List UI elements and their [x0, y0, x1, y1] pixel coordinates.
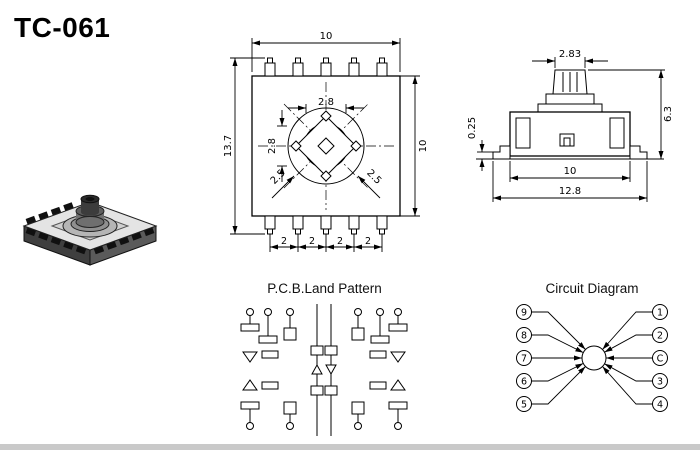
pcb-land-pattern-label: P.C.B.Land Pattern — [267, 281, 382, 296]
terminal-number: 2 — [657, 331, 663, 342]
terminal-number: 4 — [657, 400, 663, 411]
terminal-number: 1 — [657, 308, 663, 319]
terminal-number: 7 — [521, 354, 527, 365]
top-view-drawing: 10 13.7 10 2.8 2.8 2.5 2.5 — [223, 31, 429, 252]
dim-label: 2 — [365, 236, 371, 247]
dimension-pin-pitch: 2 2 2 2 — [269, 234, 383, 252]
isometric-view-drawing — [22, 194, 158, 266]
dim-label: 10 — [564, 166, 577, 177]
dimension-lead-thickness: 0.25 — [467, 117, 493, 171]
circuit-wires — [531, 311, 653, 405]
land-pattern — [240, 304, 408, 436]
terminal-number: 6 — [521, 377, 527, 388]
dim-label: 10 — [418, 140, 429, 153]
dimension-total-width: 12.8 — [492, 161, 648, 202]
dim-label: 2 — [281, 236, 287, 247]
dim-label: 12.8 — [559, 186, 581, 197]
dim-label: 2.8 — [318, 97, 334, 108]
dim-label: 2.5 — [364, 168, 383, 187]
left-terminals: 9 8 7 6 5 — [516, 304, 532, 412]
dim-label: 10 — [320, 31, 333, 42]
dim-label: 2.8 — [267, 138, 278, 154]
dim-label: 2 — [309, 236, 315, 247]
terminal-number: 3 — [657, 377, 663, 388]
side-view-drawing: 2.83 6.3 0.25 10 12.8 — [467, 49, 674, 202]
dimension-body-width: 10 — [509, 161, 631, 182]
dimension-diagonal-right: 2.5 — [357, 168, 383, 199]
circuit-diagram-drawing: 9 8 7 6 5 1 2 C 3 4 — [516, 304, 668, 412]
terminal-number: C — [657, 354, 664, 365]
dim-label: 13.7 — [223, 135, 234, 157]
terminal-number: 8 — [521, 331, 527, 342]
knob — [62, 194, 118, 238]
common-node — [581, 345, 607, 371]
part-number-title: TC-061 — [14, 12, 111, 43]
top-view-body — [251, 57, 401, 235]
terminal-number: 5 — [521, 400, 527, 411]
dimension-total-height: 13.7 — [223, 57, 265, 235]
pcb-land-pattern-drawing — [240, 304, 408, 436]
dim-label: 0.25 — [467, 117, 478, 139]
dimension-center-horizontal: 2.8 — [288, 97, 364, 113]
page-bottom-divider — [0, 444, 700, 450]
dimension-stem-width: 2.83 — [532, 49, 608, 68]
side-view-body — [476, 69, 664, 160]
dim-label: 2 — [337, 236, 343, 247]
right-terminals: 1 2 C 3 4 — [652, 304, 668, 412]
dim-label: 2.5 — [269, 168, 288, 187]
dim-label: 2.83 — [559, 49, 581, 60]
dim-label: 6.3 — [663, 106, 674, 122]
terminal-number: 9 — [521, 308, 527, 319]
circuit-diagram-label: Circuit Diagram — [545, 281, 639, 296]
dimension-body-height: 10 — [400, 75, 429, 217]
dimension-diagonal-left: 2.5 — [269, 168, 295, 199]
actuator-feature — [287, 107, 365, 185]
dimension-body-width: 10 — [251, 31, 401, 72]
dimension-center-vertical: 2.8 — [267, 110, 287, 182]
dimension-height: 6.3 — [588, 69, 674, 159]
